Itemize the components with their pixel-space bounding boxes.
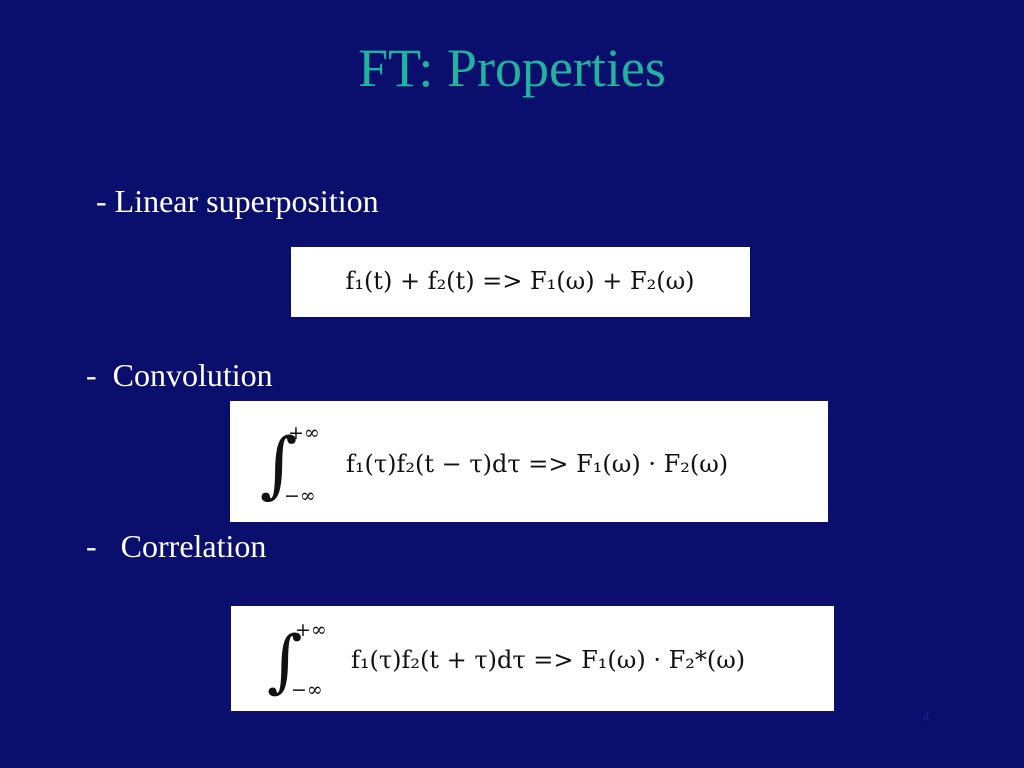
bullet-convolution: - Convolution: [86, 357, 273, 393]
equation-convolution-integrand: f₁(τ)f₂(t − τ)dτ => F₁(ω) · F₂(ω): [346, 450, 728, 478]
integral-lower-limit-correlation: −∞: [291, 679, 323, 701]
bullet-correlation: - Correlation: [86, 528, 267, 564]
equation-correlation-integrand: f₁(τ)f₂(t + τ)dτ => F₁(ω) · F₂*(ω): [351, 646, 745, 674]
integral-lower-limit-convolution: −∞: [284, 485, 316, 507]
equation-convolution-svg: ∫ +∞ −∞ f₁(τ)f₂(t − τ)dτ => F₁(ω) · F₂(ω…: [260, 422, 728, 507]
slide-title: FT: Properties: [358, 38, 666, 98]
equation-linear-superposition: f₁(t) + f₂(t) => F₁(ω) + F₂(ω): [291, 247, 750, 317]
equation-linear-text: f₁(t) + f₂(t) => F₁(ω) + F₂(ω): [345, 267, 694, 295]
equation-convolution: ∫ +∞ −∞ f₁(τ)f₂(t − τ)dτ => F₁(ω) · F₂(ω…: [230, 401, 828, 522]
integral-upper-limit-correlation: +∞: [295, 619, 327, 641]
page-number: 4: [922, 709, 930, 726]
equation-correlation: ∫ +∞ −∞ f₁(τ)f₂(t + τ)dτ => F₁(ω) · F₂*(…: [231, 606, 834, 711]
equation-linear-svg: f₁(t) + f₂(t) => F₁(ω) + F₂(ω): [345, 267, 694, 295]
integral-upper-limit-convolution: +∞: [288, 422, 320, 444]
equation-correlation-svg: ∫ +∞ −∞ f₁(τ)f₂(t + τ)dτ => F₁(ω) · F₂*(…: [267, 619, 745, 701]
integral-sign-convolution: ∫: [260, 422, 298, 506]
bullet-linear-superposition: - Linear superposition: [96, 183, 379, 219]
integral-sign-correlation: ∫: [267, 622, 302, 701]
